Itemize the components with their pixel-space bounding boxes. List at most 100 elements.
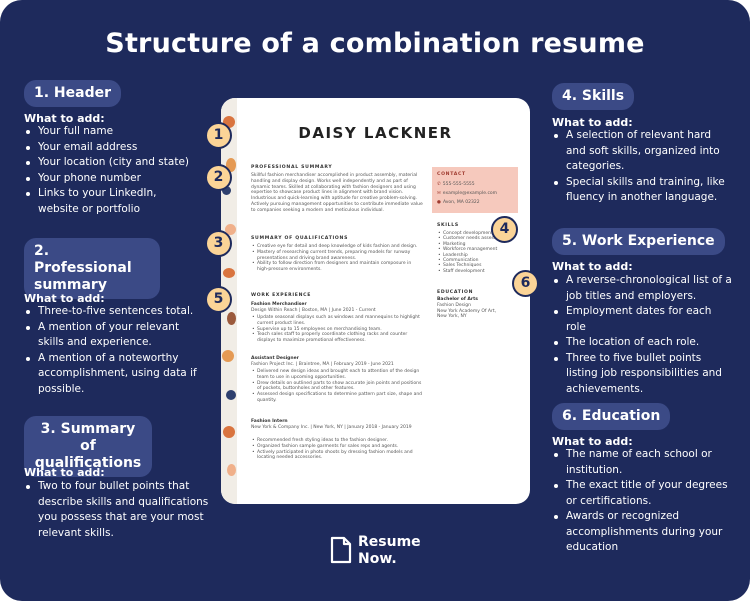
- list-item: Actively participated in photo shoots by…: [251, 450, 423, 462]
- resume-summary-heading: PROFESSIONAL SUMMARY: [251, 165, 333, 170]
- resume-skills-heading: SKILLS: [437, 223, 459, 228]
- list-item: Supervise up to 15 employees on merchand…: [251, 327, 423, 333]
- resume-contact-phone: ✆555-555-5555: [437, 182, 475, 187]
- education-location: New York, NY: [437, 314, 467, 320]
- list-item: Delivered new design ideas and brought e…: [251, 369, 423, 381]
- list-item: The name of each school or institution.: [552, 447, 732, 478]
- list-item: Recommended fresh styling ideas to the f…: [251, 438, 423, 444]
- list-item: Three-to-five sentences total.: [24, 304, 204, 320]
- list-item: Customer needs assessment: [437, 236, 525, 242]
- education-what-label: What to add:: [552, 435, 633, 448]
- list-item: Assessed design specifications to determ…: [251, 392, 423, 404]
- marker-6: 6: [512, 270, 539, 297]
- marker-3: 3: [205, 230, 232, 257]
- header-list: Your full name Your email address Your l…: [24, 124, 199, 217]
- resume-qualifications-heading: SUMMARY OF QUALIFICATIONS: [251, 236, 349, 241]
- header-heading: 1. Header: [24, 80, 122, 107]
- resume-skills-list: Concept development Customer needs asses…: [437, 231, 525, 275]
- header-what-label: What to add:: [24, 112, 105, 125]
- logo-wordmark: Resume Now.: [358, 534, 421, 567]
- marker-1: 1: [205, 122, 232, 149]
- list-item: Sales Techniques: [437, 263, 525, 269]
- envelope-icon: ✉: [437, 191, 441, 196]
- resume-job-3: Fashion Intern New York & Company Inc. |…: [251, 419, 427, 431]
- list-item: A reverse-chronological list of a job ti…: [552, 273, 732, 304]
- qualifications-heading: 3. Summary of qualifications: [24, 416, 152, 477]
- summary-heading-line2: summary: [34, 277, 107, 293]
- page-title: Structure of a combination resume: [105, 28, 645, 59]
- education-heading: 6. Education: [552, 403, 671, 430]
- list-item: Awards or recognized accomplishments dur…: [552, 509, 732, 556]
- list-item: Special skills and training, like fluenc…: [552, 175, 732, 206]
- education-list: The name of each school or institution. …: [552, 447, 732, 556]
- summary-heading: 2. Professional summary: [24, 238, 160, 299]
- list-item: Ability to follow direction from designe…: [251, 261, 423, 273]
- list-item: Links to your LinkedIn, website or portf…: [24, 186, 199, 217]
- skills-what-label: What to add:: [552, 116, 633, 129]
- skills-list: A selection of relevant hard and soft sk…: [552, 128, 732, 206]
- list-item: Your location (city and state): [24, 155, 199, 171]
- job-title: Fashion Intern: [251, 419, 288, 424]
- job-meta: Design Within Reach | Boston, MA | June …: [251, 307, 376, 313]
- resume-contact-heading: CONTACT: [437, 172, 466, 177]
- resume-job-3-bullets: Recommended fresh styling ideas to the f…: [251, 438, 423, 461]
- resume-now-logo: Resume Now.: [330, 534, 421, 570]
- list-item: Communication: [437, 258, 525, 264]
- education-degree: Bachelor of Arts: [437, 297, 478, 302]
- job-meta: Fashion Project Inc. | Braintree, MA | F…: [251, 361, 394, 367]
- marker-2: 2: [205, 164, 232, 191]
- list-item: Concept development: [437, 231, 525, 237]
- work-list: A reverse-chronological list of a job ti…: [552, 273, 732, 397]
- resume-contact-location: ●Avon, MA 02322: [437, 200, 480, 205]
- list-item: Organized fashion sample garments for sa…: [251, 444, 423, 450]
- list-item: A mention of your relevant skills and ex…: [24, 320, 204, 351]
- list-item: The exact title of your degrees or certi…: [552, 478, 732, 509]
- resume-job-2: Assistant Designer Fashion Project Inc. …: [251, 356, 427, 368]
- resume-name: DAISY LACKNER: [298, 124, 453, 142]
- job-meta: New York & Company Inc. | New York, NY |…: [251, 424, 412, 430]
- resume-summary-text: Skillful fashion merchandiser accomplish…: [251, 173, 423, 213]
- list-item: Your email address: [24, 140, 199, 156]
- skills-heading: 4. Skills: [552, 83, 635, 110]
- resume-job-1-bullets: Update seasonal displays such as windows…: [251, 315, 423, 344]
- resume-preview: DAISY LACKNER PROFESSIONAL SUMMARY Skill…: [221, 98, 530, 504]
- phone-icon: ✆: [437, 182, 441, 187]
- document-icon: [330, 536, 352, 564]
- list-item: A mention of a noteworthy accomplishment…: [24, 351, 204, 398]
- list-item: Creative eye for detail and deep knowled…: [251, 244, 423, 250]
- resume-job-1: Fashion Merchandiser Design Within Reach…: [251, 302, 427, 314]
- resume-education-block: Bachelor of Arts Fashion Design New York…: [437, 297, 525, 320]
- list-item: Employment dates for each role: [552, 304, 732, 335]
- list-item: Leadership: [437, 253, 525, 259]
- education-school: New York Academy Of Art,: [437, 308, 497, 314]
- summary-what-label: What to add:: [24, 292, 105, 305]
- qualifications-what-label: What to add:: [24, 466, 105, 479]
- summary-list: Three-to-five sentences total. A mention…: [24, 304, 204, 397]
- resume-contact-email: ✉example@example.com: [437, 191, 498, 196]
- work-heading: 5. Work Experience: [552, 228, 725, 255]
- resume-job-2-bullets: Delivered new design ideas and brought e…: [251, 369, 423, 404]
- marker-5: 5: [205, 286, 232, 313]
- list-item: Your phone number: [24, 171, 199, 187]
- work-what-label: What to add:: [552, 260, 633, 273]
- list-item: Mastery of researching current trends, p…: [251, 250, 423, 262]
- list-item: Drew details on outlined parts to show a…: [251, 381, 423, 393]
- qualifications-heading-line2: qualifications: [34, 455, 142, 471]
- list-item: Workforce management: [437, 247, 525, 253]
- list-item: Three to five bullet points listing job …: [552, 351, 732, 398]
- qualifications-list: Two to four bullet points that describe …: [24, 479, 214, 541]
- summary-heading-line1: 2. Professional: [34, 243, 132, 276]
- job-title: Assistant Designer: [251, 356, 299, 361]
- location-pin-icon: ●: [437, 200, 441, 205]
- marker-4: 4: [491, 216, 518, 243]
- list-item: The location of each role.: [552, 335, 732, 351]
- list-item: Marketing: [437, 242, 525, 248]
- resume-contact-box: CONTACT ✆555-555-5555 ✉example@example.c…: [432, 167, 518, 213]
- resume-work-heading: WORK EXPERIENCE: [251, 293, 312, 298]
- education-field: Fashion Design: [437, 302, 471, 308]
- resume-education-heading: EDUCATION: [437, 290, 474, 295]
- list-item: Two to four bullet points that describe …: [24, 479, 214, 541]
- resume-qualifications-list: Creative eye for detail and deep knowled…: [251, 244, 423, 273]
- job-title: Fashion Merchandiser: [251, 302, 307, 307]
